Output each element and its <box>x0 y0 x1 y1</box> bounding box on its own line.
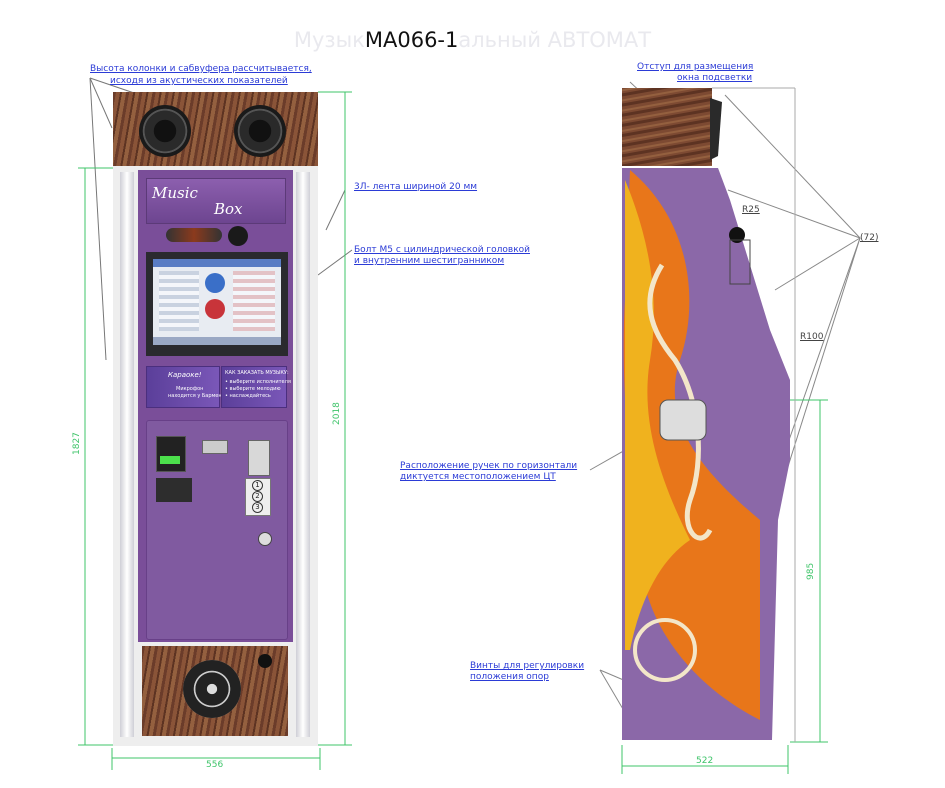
howto-title: КАК ЗАКАЗАТЬ МУЗЫКУ: <box>225 370 289 376</box>
coin-return-button[interactable] <box>258 532 272 546</box>
howto-step-3: • наслаждайтесь <box>225 393 271 399</box>
side-disc-outline <box>633 618 697 682</box>
side-top-wood <box>622 88 712 166</box>
microphone-head <box>228 226 248 246</box>
led-strip-right <box>296 172 310 737</box>
title-ghost-right: альный АВТОМАТ <box>458 28 652 52</box>
card-slot[interactable] <box>202 440 228 454</box>
speaker-left <box>139 105 191 157</box>
karaoke-title: Караоке! <box>168 371 202 379</box>
bill-acceptor-led <box>160 456 180 464</box>
light-window-note-2: окна подсветки <box>677 73 753 83</box>
logo-panel <box>146 178 286 224</box>
touch-screen[interactable] <box>153 259 281 345</box>
screen-header <box>153 259 281 267</box>
coin-step-3: 3 <box>252 502 263 513</box>
handles-note-1: Расположение ручек по горизонтали <box>400 461 578 471</box>
side-flame-orange <box>623 170 760 720</box>
radius-100: R100 <box>800 332 824 342</box>
front-leader-lines <box>89 77 353 361</box>
logo-music: Music <box>152 184 198 202</box>
screen-badge <box>205 273 225 293</box>
side-mic-cable <box>729 239 751 285</box>
side-dimension-lines <box>621 399 828 774</box>
feet-note-1: Винты для регулировки <box>470 661 585 671</box>
karaoke-sub2: находится у Бармена <box>168 393 225 399</box>
karaoke-sub1: Микрофон <box>176 386 204 392</box>
side-height-dim: 985 <box>806 562 816 580</box>
bill-acceptor[interactable] <box>156 436 186 472</box>
side-screen-edge <box>710 98 722 160</box>
side-flame-yellow <box>625 180 690 650</box>
subwoofer-fan <box>183 660 241 718</box>
model-code: MA066-1 <box>364 28 459 52</box>
led-strip-left <box>120 172 134 737</box>
note-indicator-panel <box>156 478 192 502</box>
light-window-note-1: Отступ для размещения <box>637 62 754 72</box>
bolt-note-2: и внутренним шестигранником <box>354 256 505 266</box>
side-handle <box>659 399 707 441</box>
feet-note-2: положения опор <box>470 672 549 682</box>
bolt-note-1: Болт М5 с цилиндрической головкой <box>354 245 530 255</box>
howto-banner <box>221 366 287 408</box>
howto-step-2: • выберите мелодию <box>225 386 281 392</box>
screen-footer <box>153 337 281 345</box>
speaker-height-note-1: Высота колонки и сабвуфера рассчитываетс… <box>90 64 312 74</box>
coin-step-1: 1 <box>252 480 263 491</box>
side-outline-helper <box>712 87 796 742</box>
front-width-dim: 556 <box>206 760 224 770</box>
karaoke-banner <box>146 366 220 408</box>
title-ghost-left: Музык <box>293 28 365 52</box>
coin-step-2: 2 <box>252 491 263 502</box>
screen-list-left <box>159 271 199 331</box>
side-depth-dim: 522 <box>696 756 714 766</box>
coin-acceptor[interactable] <box>248 440 270 476</box>
howto-step-1: • выберите исполнителя <box>225 379 291 385</box>
side-microphone <box>729 227 745 243</box>
logo-box: Box <box>214 200 243 218</box>
handles-note-2: диктуется местоположением ЦТ <box>400 472 556 482</box>
front-dimension-lines <box>78 91 352 770</box>
speaker-height-note-2: исходя из акустических показателей <box>110 76 288 86</box>
led-strip-note: 3Л- лента шириной 20 мм <box>354 182 478 192</box>
subwoofer-port <box>258 654 272 668</box>
radius-25: R25 <box>742 205 760 215</box>
screen-star-badge <box>205 299 225 319</box>
screen-list-right <box>233 271 275 331</box>
drawing-title: МузыкMA066-1альный АВТОМАТ <box>0 28 945 52</box>
microphone[interactable] <box>166 228 222 242</box>
count-note: (72) <box>860 233 879 243</box>
speaker-right <box>234 105 286 157</box>
